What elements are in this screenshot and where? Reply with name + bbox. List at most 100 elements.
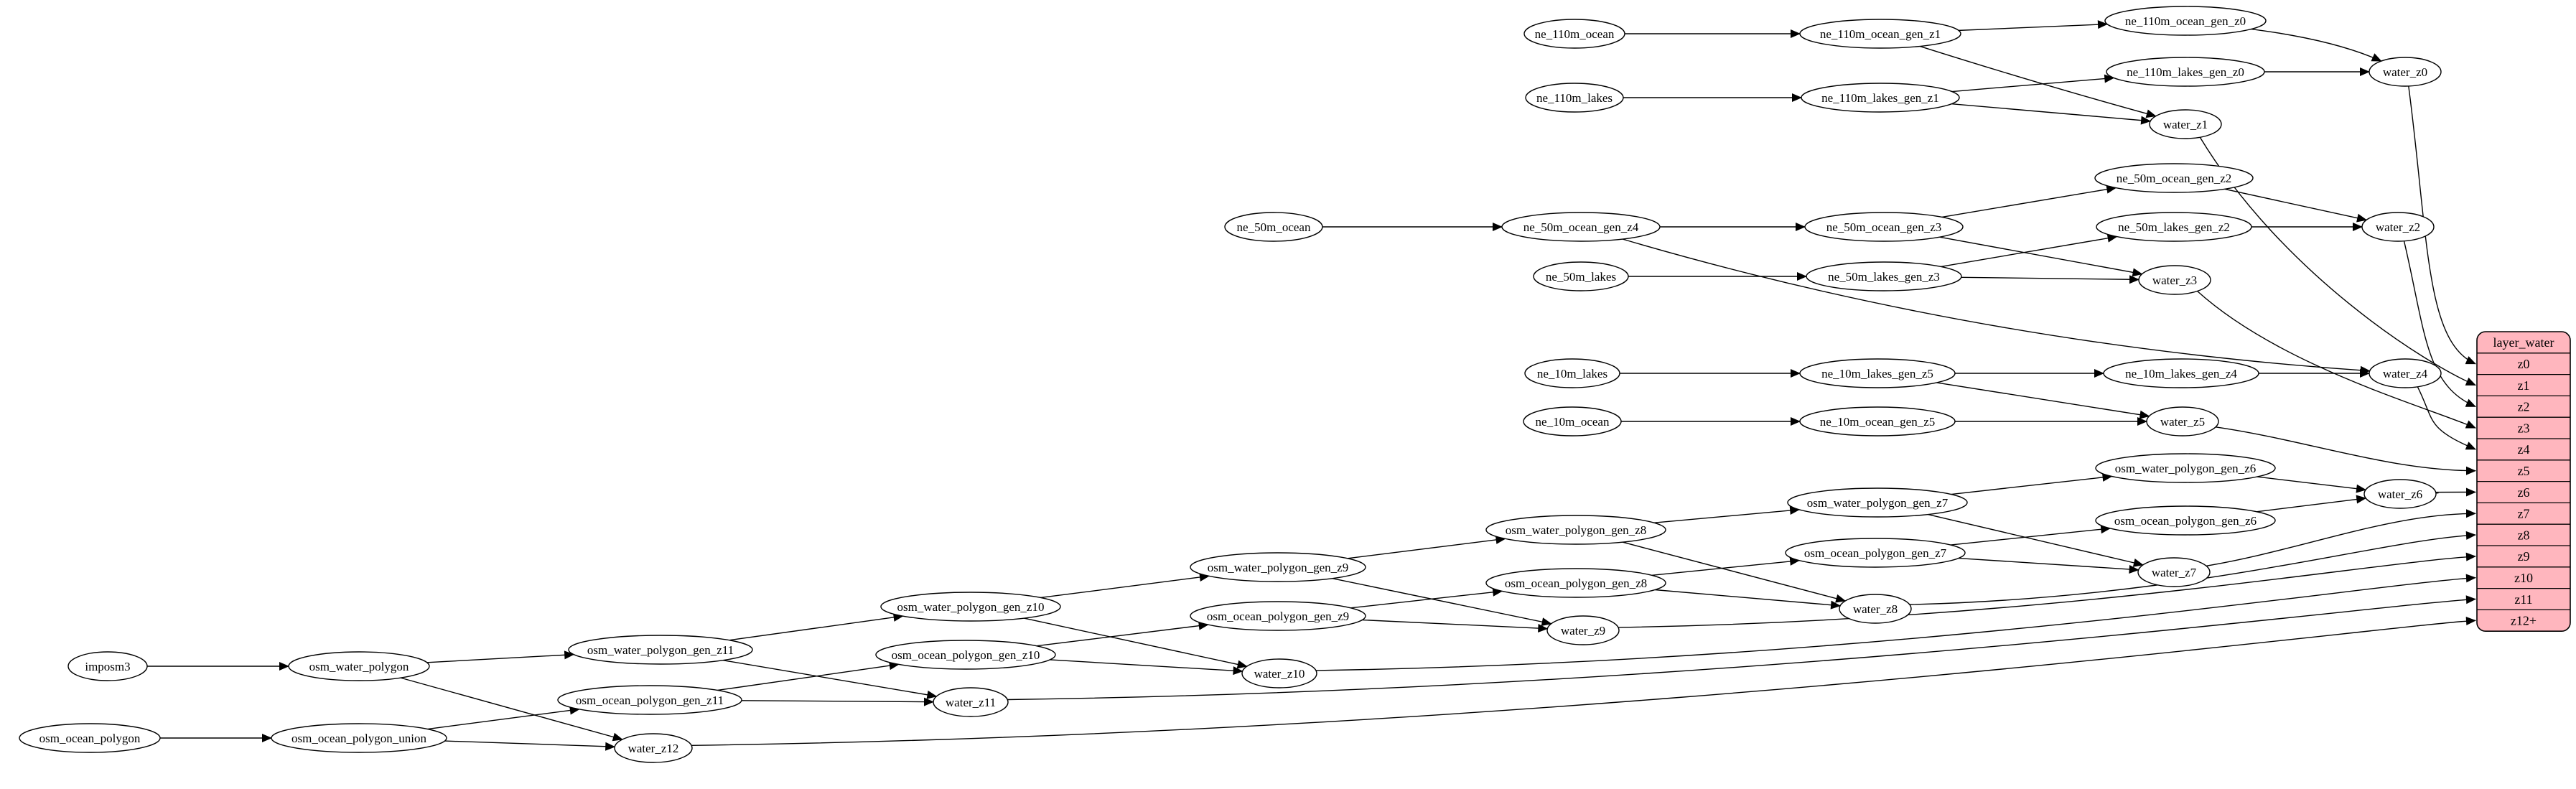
- edge-water_z12-to-z12+: [691, 617, 2476, 746]
- node-ellipse-ne_110m_ocean_gen_z1: [1799, 19, 1961, 49]
- node-water_z7: water_z7: [2137, 557, 2211, 587]
- node-water_z8: water_z8: [1839, 594, 1912, 624]
- edge-osm_ocean_polygon_union-to-water_z12: [444, 740, 616, 751]
- node-osm_water_polygon_gen_z8: osm_water_polygon_gen_z8: [1485, 515, 1666, 545]
- edge-osm_ocean_polygon_gen_z10-to-water_z10: [1050, 659, 1243, 676]
- table-row-z0: z0: [2518, 357, 2530, 371]
- node-ellipse-ne_50m_ocean_gen_z4: [1501, 212, 1661, 242]
- edge-ne_110m_ocean_gen_z1-to-ne_110m_ocean_gen_z0: [1958, 20, 2109, 32]
- node-ellipse-osm_ocean_polygon_gen_z10: [875, 640, 1056, 670]
- node-ne_50m_lakes_gen_z2: ne_50m_lakes_gen_z2: [2096, 212, 2252, 242]
- node-ellipse-water_z3: [2138, 265, 2211, 295]
- node-ellipse-ne_50m_ocean_gen_z2: [2094, 163, 2254, 193]
- node-label-water_z11: water_z11: [946, 696, 996, 709]
- edge-water_z0-to-z0: [2408, 85, 2476, 365]
- node-ellipse-ne_10m_ocean: [1523, 406, 1622, 436]
- node-label-osm_ocean_polygon_union: osm_ocean_polygon_union: [291, 732, 426, 745]
- node-label-osm_water_polygon: osm_water_polygon: [309, 660, 409, 673]
- edge-water_z8-to-z8: [1909, 531, 2476, 605]
- node-ellipse-osm_ocean_polygon_gen_z8: [1485, 568, 1666, 598]
- node-ellipse-water_z2: [2361, 212, 2435, 242]
- table-row-z5: z5: [2518, 464, 2530, 478]
- node-label-osm_ocean_polygon_gen_z7: osm_ocean_polygon_gen_z7: [1804, 546, 1947, 560]
- node-ellipse-ne_50m_lakes: [1533, 261, 1629, 291]
- node-ellipse-ne_10m_lakes: [1524, 358, 1620, 388]
- edge-ne_110m_ocean_gen_z0-to-water_z0: [2251, 28, 2382, 62]
- node-ne_50m_lakes_gen_z3: ne_50m_lakes_gen_z3: [1806, 261, 1962, 291]
- node-label-water_z10: water_z10: [1254, 667, 1305, 681]
- edge-water_z10-to-z10: [1315, 574, 2476, 671]
- node-ellipse-water_z9: [1546, 615, 1620, 645]
- node-ne_110m_ocean_gen_z1: ne_110m_ocean_gen_z1: [1799, 19, 1961, 49]
- node-label-osm_water_polygon_gen_z8: osm_water_polygon_gen_z8: [1506, 523, 1646, 537]
- edge-ne_50m_ocean_gen_z3-to-water_z3: [1939, 236, 2143, 277]
- edge-water_z2-to-z2: [2403, 241, 2476, 407]
- node-label-ne_50m_lakes_gen_z3: ne_50m_lakes_gen_z3: [1828, 270, 1940, 284]
- edge-ne_110m_lakes_gen_z1-to-ne_110m_lakes_gen_z0: [1951, 74, 2115, 93]
- node-imposm3: imposm3: [67, 651, 148, 681]
- node-ellipse-water_z0: [2369, 57, 2442, 87]
- table-row-z10: z10: [2514, 571, 2533, 585]
- table-row-label: z1: [2518, 378, 2530, 393]
- node-water_z11: water_z11: [933, 687, 1009, 717]
- node-water_z5: water_z5: [2146, 406, 2219, 436]
- node-osm_water_polygon_gen_z9: osm_water_polygon_gen_z9: [1190, 552, 1366, 582]
- edge-water_z1-to-z1: [2199, 136, 2476, 386]
- node-label-osm_ocean_polygon: osm_ocean_polygon: [39, 732, 141, 745]
- edge-osm_ocean_polygon_gen_z8-to-water_z8: [1654, 589, 1842, 610]
- edge-osm_water_polygon_gen_z8-to-water_z8: [1622, 541, 1847, 603]
- edge-osm_ocean_polygon_gen_z11-to-osm_ocean_polygon_gen_z10: [717, 661, 900, 691]
- node-ellipse-imposm3: [67, 651, 148, 681]
- node-ellipse-ne_50m_ocean_gen_z3: [1804, 212, 1964, 242]
- edge-ne_50m_ocean_gen_z4-to-water_z4: [1622, 238, 2371, 375]
- node-ne_50m_ocean: ne_50m_ocean: [1224, 212, 1323, 242]
- node-ne_110m_lakes: ne_110m_lakes: [1525, 83, 1624, 113]
- node-ellipse-osm_water_polygon_gen_z6: [2095, 453, 2276, 483]
- table-row-z9: z9: [2518, 549, 2530, 564]
- node-ne_10m_lakes_gen_z4: ne_10m_lakes_gen_z4: [2103, 358, 2259, 388]
- node-osm_water_polygon_gen_z10: osm_water_polygon_gen_z10: [880, 592, 1061, 622]
- edge-water_z4-to-z4: [2417, 386, 2476, 450]
- node-label-ne_110m_lakes_gen_z1: ne_110m_lakes_gen_z1: [1821, 91, 1939, 105]
- node-label-ne_50m_ocean_gen_z3: ne_50m_ocean_gen_z3: [1826, 220, 1942, 234]
- node-ellipse-ne_50m_ocean: [1224, 212, 1323, 242]
- node-label-water_z1: water_z1: [2163, 118, 2208, 131]
- node-ellipse-water_z6: [2363, 479, 2437, 509]
- node-label-osm_water_polygon_gen_z6: osm_water_polygon_gen_z6: [2115, 462, 2256, 475]
- node-water_z2: water_z2: [2361, 212, 2435, 242]
- table-row-label: z11: [2514, 592, 2532, 607]
- node-osm_ocean_polygon_gen_z9: osm_ocean_polygon_gen_z9: [1190, 601, 1366, 631]
- node-label-water_z3: water_z3: [2152, 274, 2197, 287]
- edge-water_z11-to-z11: [1007, 595, 2476, 701]
- node-label-water_z4: water_z4: [2383, 367, 2428, 381]
- node-water_z3: water_z3: [2138, 265, 2211, 295]
- table-row-label: z6: [2518, 485, 2530, 500]
- node-ne_50m_lakes: ne_50m_lakes: [1533, 261, 1629, 291]
- node-osm_ocean_polygon_union: osm_ocean_polygon_union: [271, 723, 447, 753]
- edges-layer: [147, 20, 2476, 751]
- edge-osm_ocean_polygon_gen_z10-to-osm_ocean_polygon_gen_z9: [1036, 621, 1209, 647]
- node-label-osm_water_polygon_gen_z10: osm_water_polygon_gen_z10: [897, 600, 1045, 614]
- table-row-z1: z1: [2518, 378, 2530, 393]
- node-label-water_z2: water_z2: [2376, 220, 2420, 234]
- node-osm_water_polygon_gen_z6: osm_water_polygon_gen_z6: [2095, 453, 2276, 483]
- node-label-ne_10m_ocean_gen_z5: ne_10m_ocean_gen_z5: [1820, 415, 1936, 429]
- table-row-label: z10: [2514, 571, 2533, 585]
- node-label-water_z8: water_z8: [1853, 602, 1898, 616]
- table-row-label: z5: [2518, 464, 2530, 478]
- node-ellipse-ne_110m_lakes_gen_z1: [1801, 83, 1960, 113]
- table-row-label: z2: [2518, 400, 2530, 414]
- node-water_z9: water_z9: [1546, 615, 1620, 645]
- node-ellipse-ne_110m_lakes_gen_z0: [2106, 57, 2265, 87]
- edge-water_z5-to-z5: [2215, 426, 2476, 475]
- node-label-imposm3: imposm3: [85, 660, 130, 673]
- node-osm_ocean_polygon: osm_ocean_polygon: [19, 723, 161, 753]
- edge-ne_110m_lakes_gen_z1-to-water_z1: [1951, 103, 2152, 125]
- edge-osm_water_polygon_gen_z9-to-water_z9: [1332, 577, 1552, 627]
- edge-ne_10m_lakes_gen_z5-to-water_z5: [1936, 382, 2150, 419]
- edge-osm_water_polygon_gen_z9-to-osm_water_polygon_gen_z8: [1347, 535, 1506, 559]
- node-label-osm_ocean_polygon_gen_z8: osm_ocean_polygon_gen_z8: [1505, 576, 1647, 590]
- table-row-label: z12+: [2511, 614, 2537, 628]
- node-ellipse-ne_110m_lakes: [1525, 83, 1624, 113]
